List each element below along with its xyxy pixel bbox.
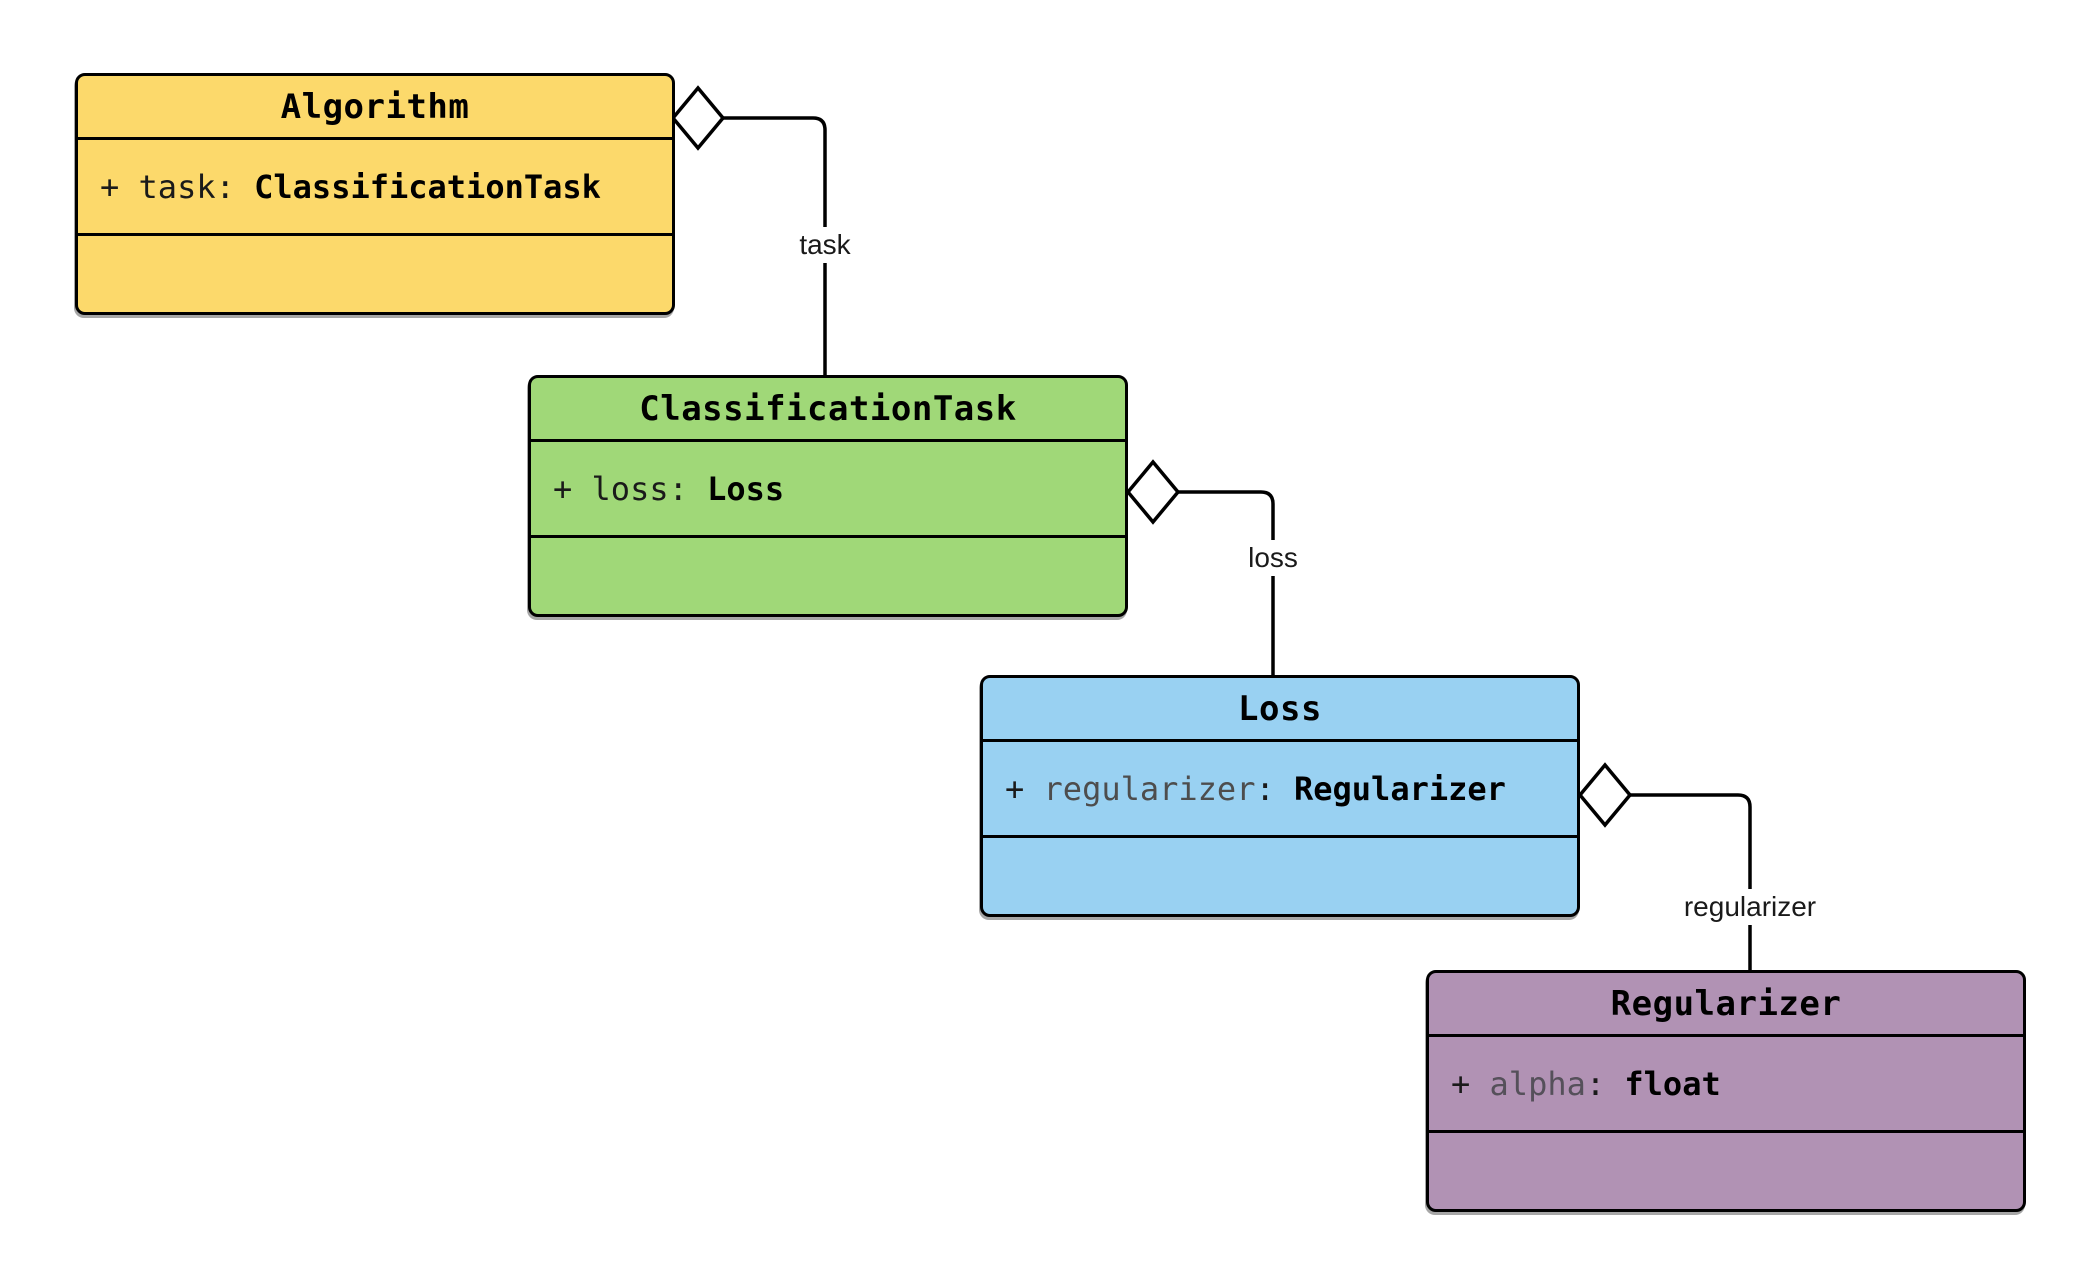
attr-name: loss	[591, 469, 669, 508]
class-title: Regularizer	[1429, 973, 2023, 1037]
attr-visibility: +	[1005, 769, 1025, 808]
attr-separator: :	[1585, 1064, 1606, 1103]
attr-visibility: +	[100, 167, 120, 206]
edge-task-line	[723, 116, 827, 375]
class-methods-compartment	[983, 838, 1577, 914]
class-methods-compartment	[531, 538, 1125, 614]
class-title: Loss	[983, 678, 1577, 742]
attr-name: task	[138, 167, 216, 206]
class-attribute-row: + task: ClassificationTask	[78, 140, 672, 236]
attr-name: regularizer	[1043, 769, 1256, 808]
aggregation-diamond-icon	[1125, 459, 1181, 525]
attr-type: Loss	[707, 469, 785, 508]
class-methods-compartment	[78, 236, 672, 312]
attr-name: alpha	[1489, 1064, 1586, 1103]
attr-type: ClassificationTask	[254, 167, 601, 206]
attr-separator: :	[1255, 769, 1275, 808]
class-methods-compartment	[1429, 1133, 2023, 1209]
aggregation-diamond-icon	[670, 85, 726, 151]
aggregation-diamond-icon	[1577, 762, 1633, 828]
class-attribute-row: + loss: Loss	[531, 442, 1125, 538]
attr-separator: :	[668, 469, 688, 508]
class-title: ClassificationTask	[531, 378, 1125, 442]
attr-type: Regularizer	[1293, 769, 1506, 808]
class-box-loss: Loss + regularizer: Regularizer	[980, 675, 1580, 917]
attr-separator: :	[215, 167, 235, 206]
attr-visibility: +	[1451, 1064, 1471, 1103]
class-box-regularizer: Regularizer + alpha: float	[1426, 970, 2026, 1212]
edge-loss-line	[1178, 490, 1275, 675]
class-attribute-row: + regularizer: Regularizer	[983, 742, 1577, 838]
class-box-algorithm: Algorithm + task: ClassificationTask	[75, 73, 675, 315]
attr-type: float	[1624, 1064, 1721, 1103]
edge-label-task: task	[791, 227, 859, 263]
edge-label-regularizer: regularizer	[1675, 889, 1825, 925]
class-attribute-row: + alpha: float	[1429, 1037, 2023, 1133]
edge-label-loss: loss	[1240, 540, 1306, 576]
attr-visibility: +	[553, 469, 573, 508]
edge-regularizer-line	[1630, 793, 1752, 970]
class-box-classificationtask: ClassificationTask + loss: Loss	[528, 375, 1128, 617]
class-title: Algorithm	[78, 76, 672, 140]
